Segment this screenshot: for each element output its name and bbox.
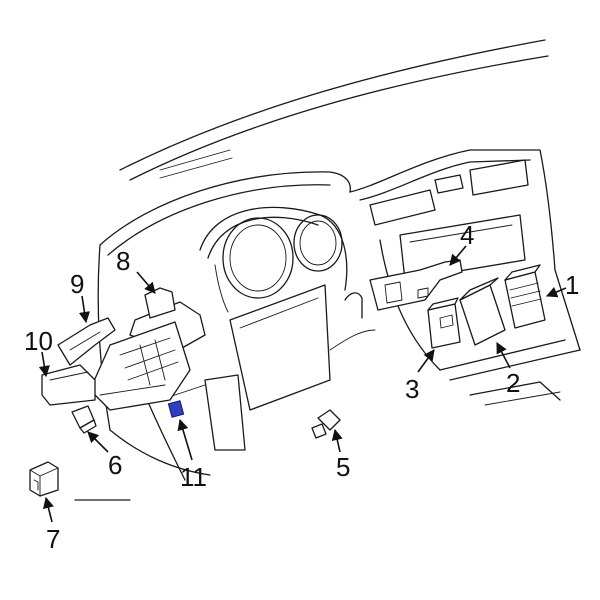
part-6-connector — [71, 405, 97, 434]
callout-1: 1 — [565, 270, 579, 300]
part-9-cover — [57, 317, 116, 366]
callout-3: 3 — [405, 374, 419, 404]
part-10-bracket — [41, 364, 96, 406]
callout-5: 5 — [336, 452, 350, 482]
part-1-relay-module — [504, 264, 546, 329]
callout-10: 10 — [24, 326, 53, 356]
callout-4: 4 — [460, 220, 474, 250]
part-7-relay — [29, 461, 59, 497]
callout-7: 7 — [46, 524, 60, 554]
part-4-bracket — [369, 259, 463, 311]
windshield-lines — [119, 39, 549, 181]
callout-9: 9 — [70, 269, 84, 299]
callout-8: 8 — [116, 246, 130, 276]
part-11-highlighted-component — [167, 400, 185, 418]
callout-6: 6 — [108, 450, 122, 480]
callout-11: 11 — [180, 462, 207, 492]
tachometer-gauge — [293, 214, 343, 272]
callout-2: 2 — [506, 368, 520, 398]
part-8-junction-block — [89, 287, 206, 411]
speedometer-gauge — [222, 217, 294, 299]
callout-labels: 1 2 3 4 5 6 7 8 9 10 11 — [24, 220, 579, 554]
instrument-cluster — [199, 206, 348, 313]
part-2-control-unit — [459, 277, 506, 346]
part-3-module — [427, 297, 461, 349]
part-5-switch — [311, 409, 341, 439]
leader-lines — [38, 245, 567, 523]
